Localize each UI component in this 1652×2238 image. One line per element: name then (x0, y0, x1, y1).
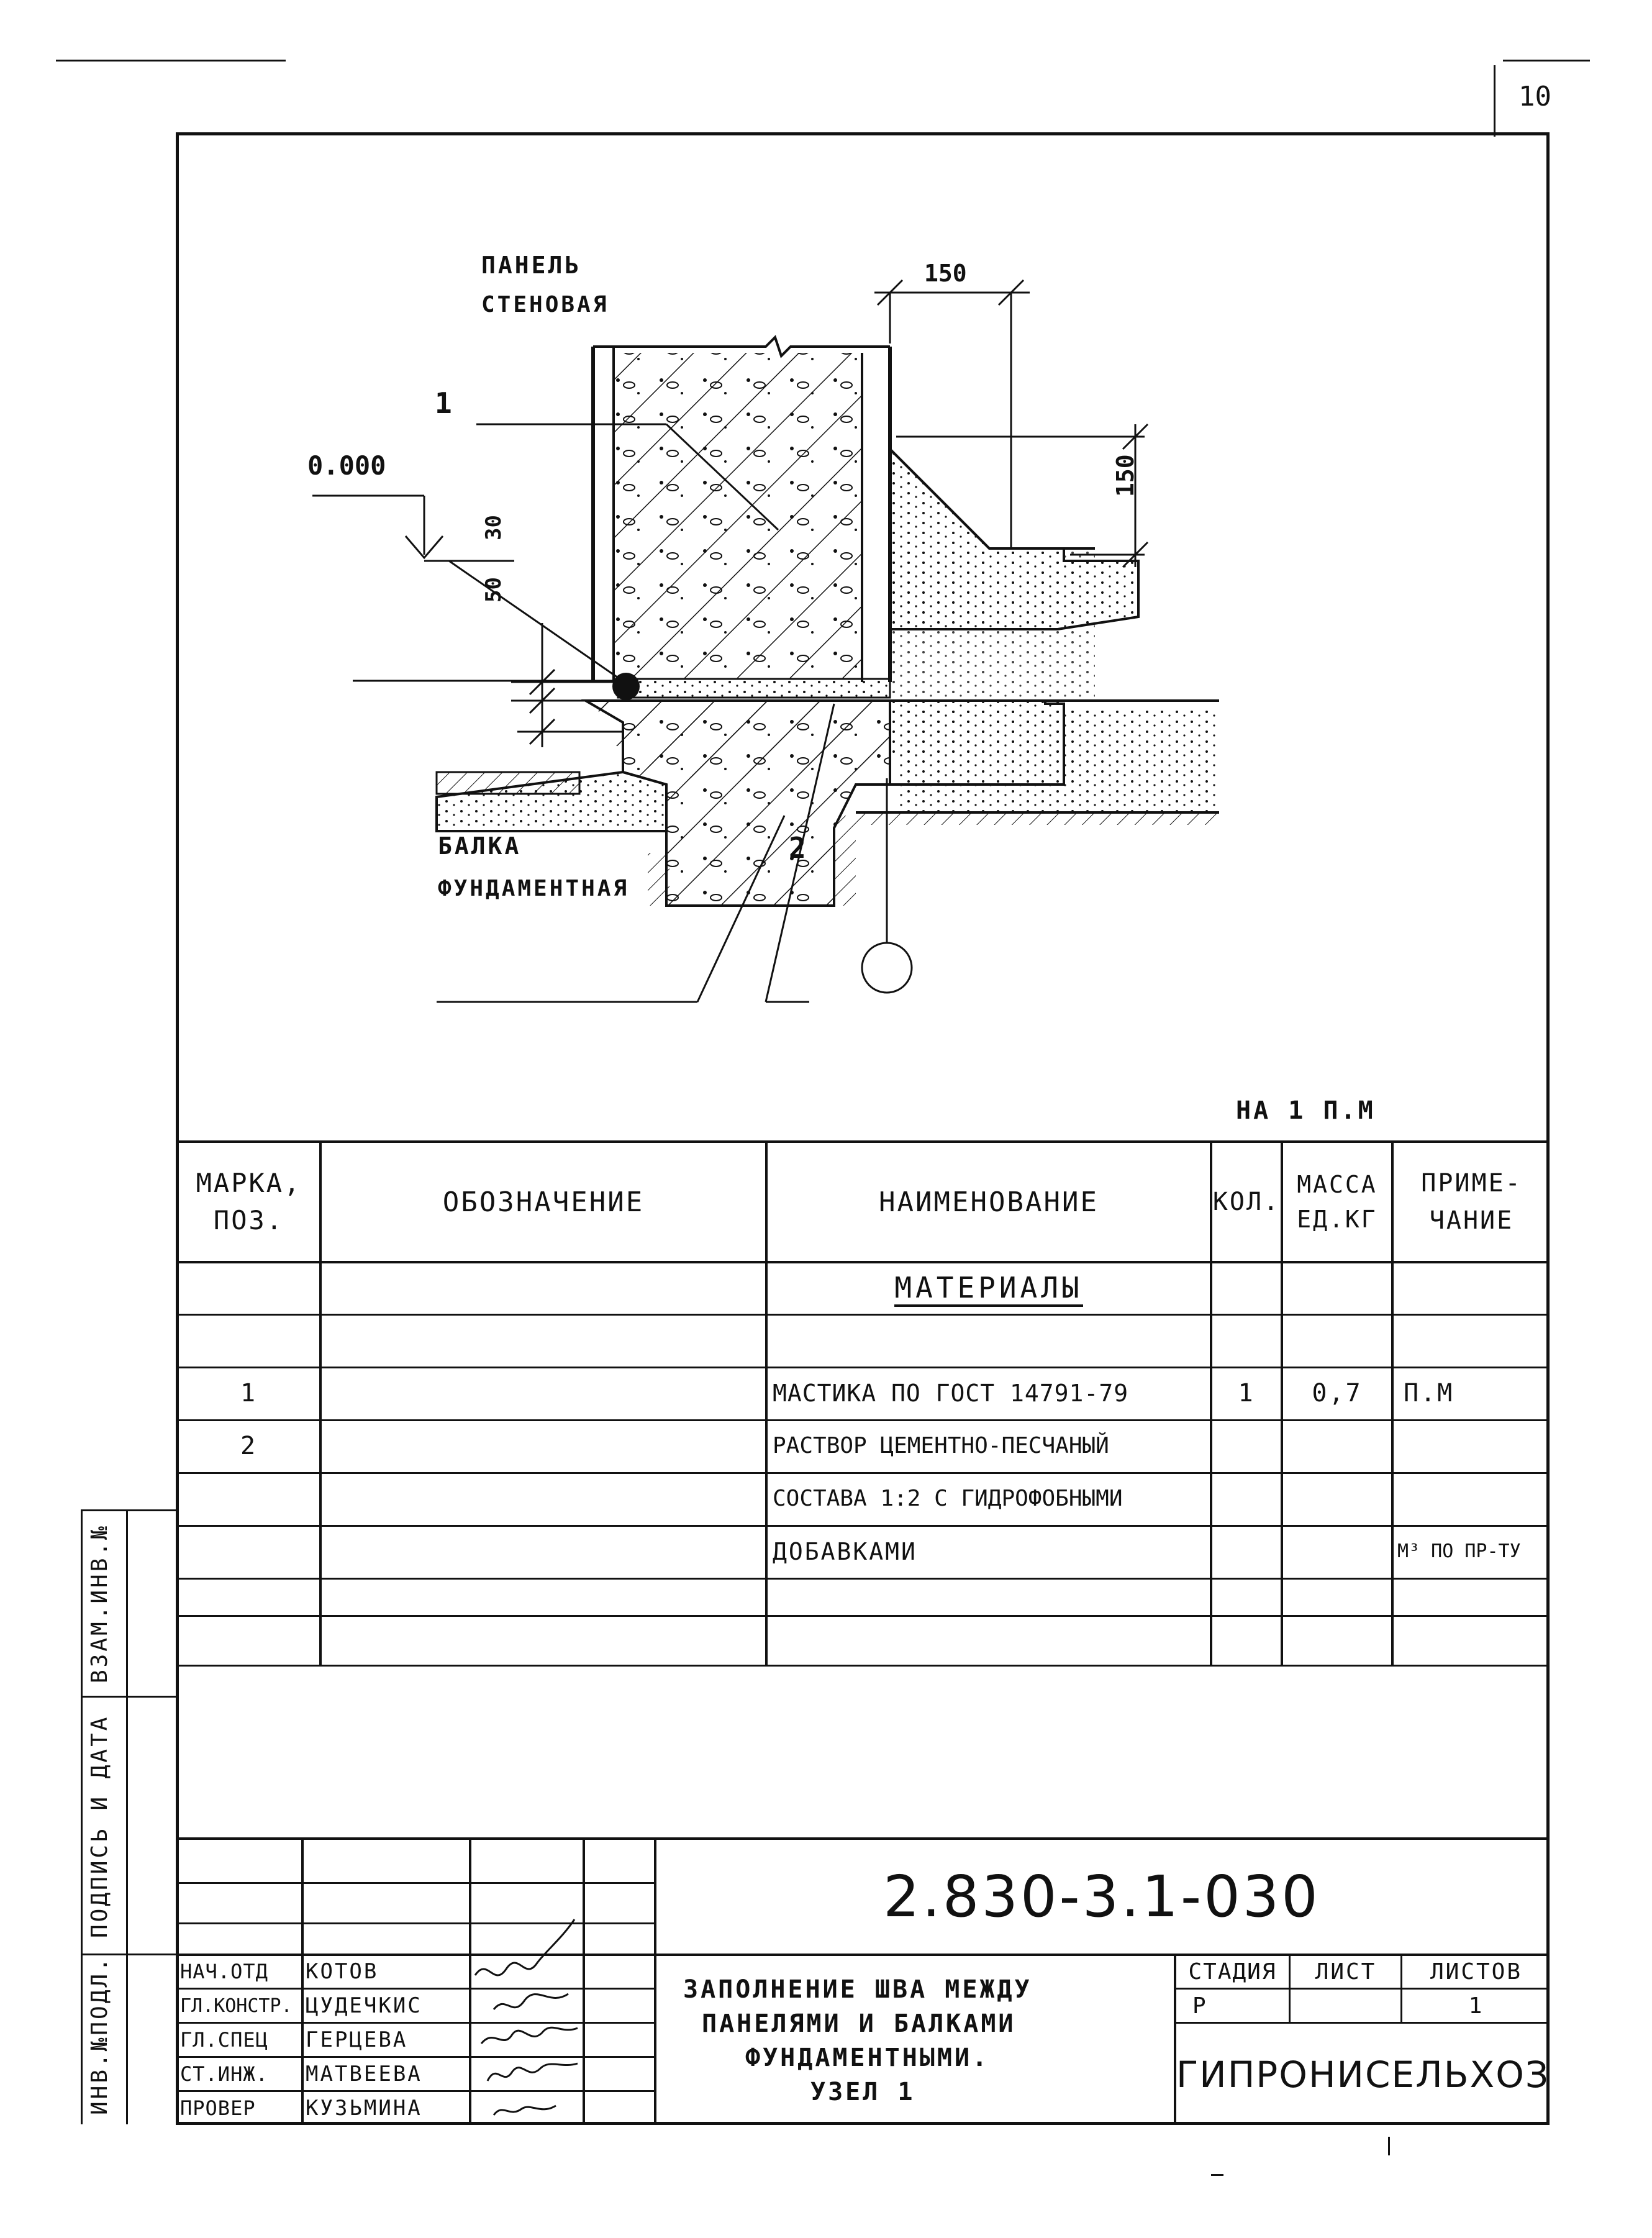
row-1-mass: 0,7 (1312, 1378, 1363, 1408)
sheets-label: ЛИСТОВ (1430, 1959, 1523, 1985)
sheet-label: ЛИСТ (1315, 1959, 1377, 1985)
staff-name-4: МАТВЕЕВА (306, 2062, 422, 2086)
title-line-2: ПАНЕЛЯМИ И БАЛКАМИ (702, 2009, 1016, 2038)
callout-1: 1 (435, 386, 452, 420)
staff-role-2: ГЛ.КОНСТР. (180, 1995, 293, 2017)
header-note: ПРИМЕ-ЧАНИЕ (1421, 1169, 1522, 1235)
section-title: МАТЕРИАЛЫ (768, 1263, 1210, 1314)
blind-area (834, 446, 1219, 906)
row-4-name: ДОБАВКАМИ (773, 1537, 917, 1565)
label-beam-line2: ФУНДАМЕНТНАЯ (438, 876, 630, 901)
main-frame (176, 132, 1550, 2125)
staff-name-1: КОТОВ (306, 1959, 379, 1984)
stage-label: СТАДИЯ (1188, 1959, 1277, 1985)
staff-name-3: ГЕРЦЕВА (306, 2027, 408, 2052)
side-stamp-box2: ПОДПИСЬ И ДАТА (87, 1714, 112, 1938)
side-stamp-box3: ИНВ.№ПОДЛ. (87, 1955, 112, 2115)
callout-2: 2 (789, 831, 806, 865)
organization: ГИПРОНИСЕЛЬХОЗ (1176, 2054, 1550, 2096)
mortar-joint (617, 678, 891, 699)
dimensions (312, 279, 1149, 1003)
label-level: 0.000 (307, 450, 386, 481)
per-unit-note: НА 1 П.М (1236, 1096, 1376, 1125)
row-4-note: М³ ПО ПР-ТУ (1397, 1540, 1521, 1562)
stray-mark (1211, 2174, 1223, 2176)
title-line-4: УЗЕЛ 1 (810, 2078, 915, 2106)
row-3-name: СОСТАВА 1:2 С ГИДРОФОБНЫМИ (773, 1486, 1123, 1511)
foundation-beam (581, 699, 891, 907)
wall-panel (591, 335, 892, 682)
title-line-3: ФУНДАМЕНТНЫМИ. (745, 2044, 990, 2072)
staff-name-2: ЦУДЕЧКИС (306, 1993, 422, 2018)
header-mark: МАРКА, ПОЗ. (196, 1168, 302, 1235)
dim-30: 30 (481, 515, 506, 540)
sheet-number-divider (1494, 65, 1495, 137)
dim-right: 150 (1112, 454, 1139, 497)
signatures (474, 1919, 578, 2116)
sheets-value: 1 (1468, 1993, 1484, 2019)
label-beam-line1: БАЛКА (438, 832, 522, 860)
side-stamp-box1: ВЗАМ.ИНВ.№ (87, 1524, 112, 1683)
dim-50: 50 (481, 577, 506, 603)
label-panel-line1: ПАНЕЛЬ (481, 252, 582, 279)
floor-slab-left (435, 770, 668, 832)
top-left-rule (56, 60, 286, 61)
header-designation: ОБОЗНАЧЕНИЕ (442, 1186, 645, 1218)
header-mass: МАССА ЕД.КГ (1297, 1171, 1377, 1233)
row-2-name: РАСТВОР ЦЕМЕНТНО-ПЕСЧАНЫЙ (773, 1433, 1109, 1458)
label-panel-line2: СТЕНОВАЯ (481, 292, 609, 317)
header-qty: КОЛ. (1212, 1188, 1281, 1216)
row-1-name: МАСТИКА ПО ГОСТ 14791-79 (773, 1379, 1129, 1407)
row-2-mark: 2 (240, 1431, 258, 1460)
staff-role-4: СТ.ИНЖ. (180, 2062, 268, 2086)
staff-role-3: ГЛ.СПЕЦ (180, 2028, 268, 2052)
row-1-mark: 1 (240, 1378, 258, 1408)
stray-mark-2 (1388, 2137, 1390, 2155)
dim-top: 150 (924, 260, 967, 287)
staff-role-1: НАЧ.ОТД (180, 1960, 268, 1983)
title-line-1: ЗАПОЛНЕНИЕ ШВА МЕЖДУ (683, 1975, 1032, 2004)
staff-role-5: ПРОВЕР (180, 2096, 256, 2120)
row-1-qty: 1 (1238, 1378, 1255, 1408)
staff-name-5: КУЗЬМИНА (306, 2096, 422, 2121)
section-drawing (312, 279, 1219, 1003)
top-right-rule (1503, 60, 1590, 61)
sheet-number: 10 (1518, 81, 1551, 112)
header-name: НАИМЕНОВАНИЕ (879, 1186, 1099, 1218)
drawing-code: 2.830-3.1-030 (883, 1863, 1320, 1930)
stage-value: Р (1192, 1993, 1208, 2019)
soil-left (648, 853, 669, 906)
row-1-note: П.М (1404, 1378, 1455, 1408)
